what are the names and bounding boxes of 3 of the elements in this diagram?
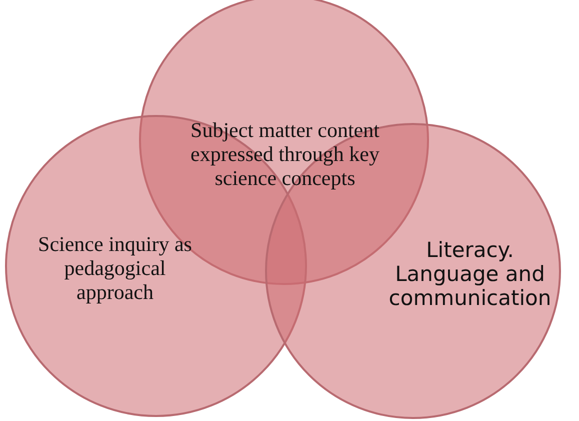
circle-label: Literacy. Language and communication: [388, 238, 552, 310]
circle-label: Subject matter content expressed through key science concepts: [190, 118, 380, 190]
circle-label: Science inquiry as pedagogical approach: [37, 232, 193, 304]
